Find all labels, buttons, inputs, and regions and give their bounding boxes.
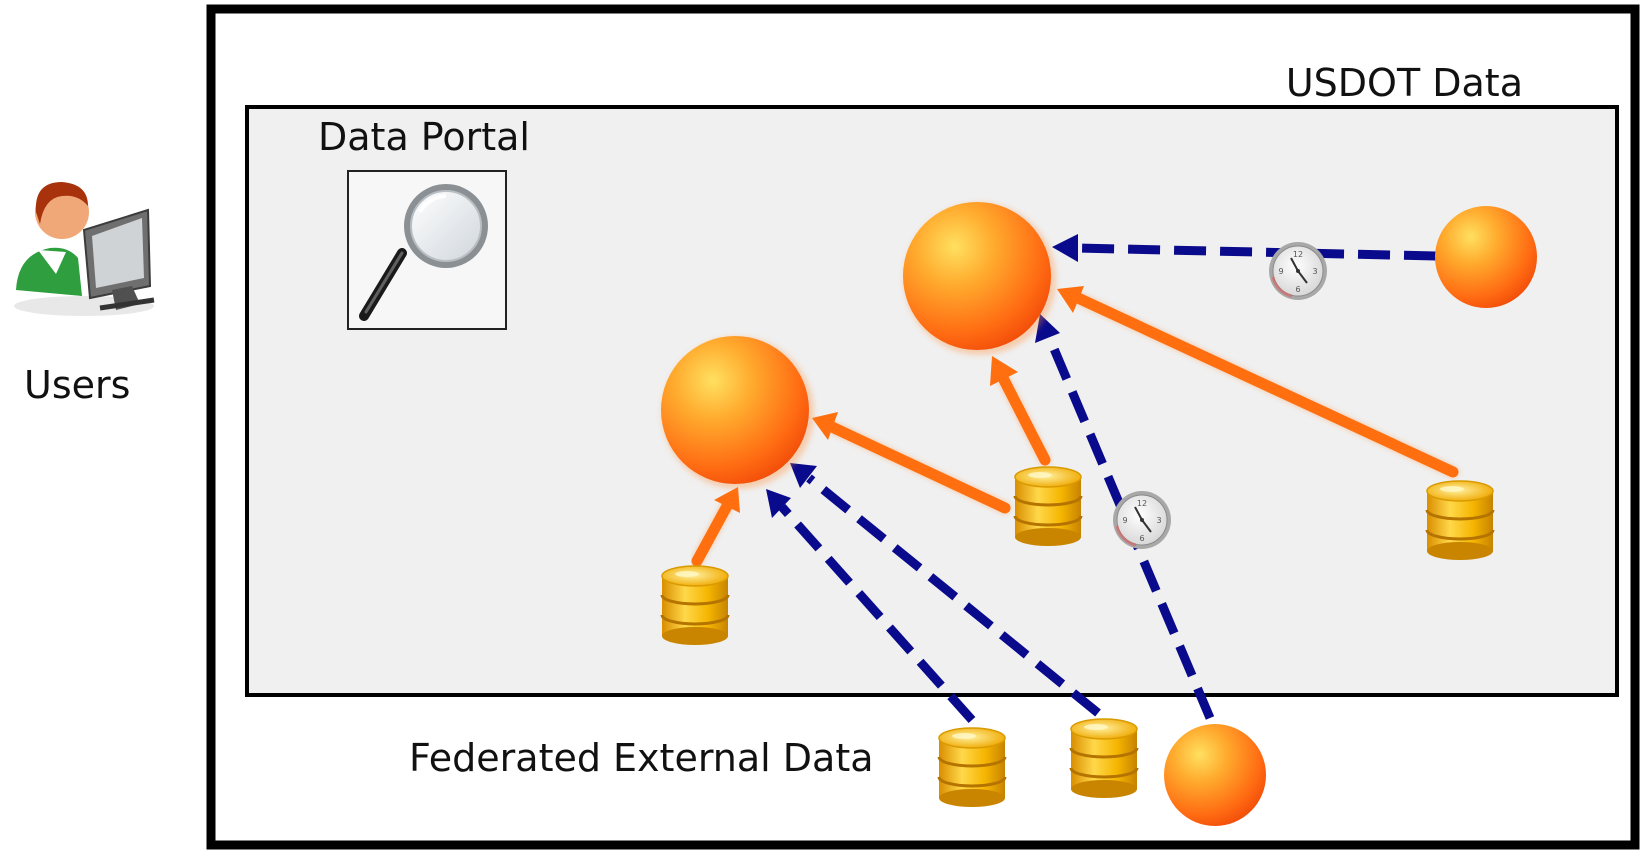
- user-at-computer-icon: [14, 182, 155, 316]
- database-icon[interactable]: [1069, 717, 1139, 800]
- usdot-data-label: USDOT Data: [1285, 61, 1523, 105]
- data-portal-label: Data Portal: [318, 115, 530, 159]
- solid-arrow-db2-to-sphere1: [990, 356, 1051, 466]
- solid-arrow-db3-to-sphere1: [1057, 286, 1459, 478]
- database-icon[interactable]: [660, 564, 730, 647]
- data-sphere-icon[interactable]: [1435, 206, 1537, 308]
- data-sphere-icon[interactable]: [1164, 724, 1266, 826]
- solid-arrow-db1-to-sphere2: [691, 487, 740, 567]
- database-icon[interactable]: [1013, 465, 1083, 548]
- federated-external-data-label: Federated External Data: [409, 736, 874, 780]
- clock-icon: [1111, 489, 1173, 551]
- data-portal-box[interactable]: [347, 170, 507, 330]
- clock-icon: [1267, 240, 1329, 302]
- dashed-arrow-sphere3-to-sphere1: [1052, 234, 1437, 262]
- solid-arrows: [691, 286, 1459, 567]
- dashed-arrow-ext-db1-to-sphere2: [766, 489, 976, 723]
- dashed-arrow-ext-db2-to-sphere2: [790, 463, 1101, 717]
- solid-arrow-db2-to-sphere2: [812, 412, 1011, 514]
- database-icon[interactable]: [1425, 479, 1495, 562]
- users-label: Users: [24, 363, 131, 407]
- data-sphere-icon[interactable]: [661, 336, 814, 489]
- data-sphere-icon[interactable]: [903, 202, 1056, 355]
- database-icon[interactable]: [937, 726, 1007, 809]
- magnifying-glass-icon: [359, 184, 488, 321]
